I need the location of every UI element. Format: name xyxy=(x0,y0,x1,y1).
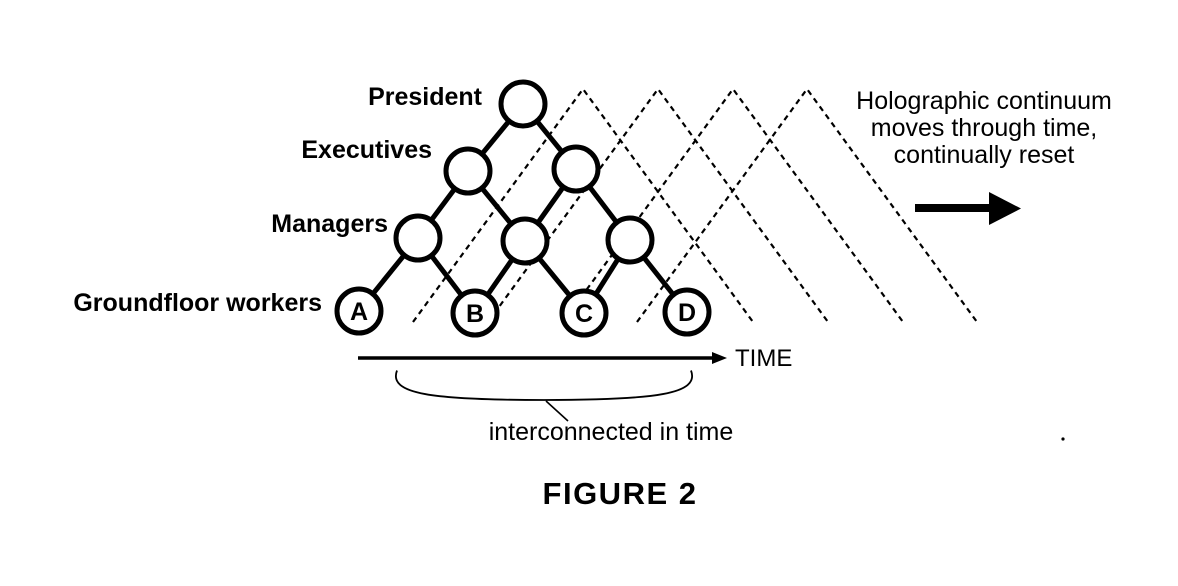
worker-node-c-label: C xyxy=(575,300,593,328)
ghost-pyramid-2 xyxy=(487,87,829,323)
holographic-note-line-2: moves through time, xyxy=(870,114,1098,142)
stray-dot xyxy=(1061,437,1065,441)
ghost-pyramid-1 xyxy=(412,87,754,323)
brace-pointer-line xyxy=(545,400,569,422)
executive-node-right xyxy=(551,144,601,194)
continuum-arrow xyxy=(915,192,1021,225)
org-chart-nodes: A B C D xyxy=(334,79,712,338)
manager-node-middle xyxy=(500,216,550,266)
ghost-pyramid-3 xyxy=(562,87,904,323)
worker-node-b-label: B xyxy=(466,300,484,328)
worker-node-d-circle xyxy=(662,287,712,337)
figure-caption: FIGURE 2 xyxy=(542,476,698,511)
holographic-note-line-3: continually reset xyxy=(893,141,1075,169)
manager-node-right xyxy=(605,215,655,265)
manager-node-left xyxy=(393,213,443,263)
worker-node-c: C xyxy=(559,288,609,338)
level-label-executives: Executives xyxy=(301,136,432,164)
worker-node-a: A xyxy=(334,286,384,336)
level-label-president: President xyxy=(368,83,482,111)
time-axis-label: TIME xyxy=(735,345,793,372)
worker-node-d: D xyxy=(662,287,712,337)
interconnection-brace xyxy=(394,370,694,422)
worker-node-a-circle xyxy=(334,286,384,336)
worker-node-c-circle xyxy=(559,288,609,338)
worker-node-b-circle xyxy=(450,288,500,338)
president-node xyxy=(498,79,548,129)
time-axis-arrow xyxy=(358,352,727,364)
holographic-note-line-1: Holographic continuum xyxy=(856,87,1112,115)
interconnected-label: interconnected in time xyxy=(488,418,734,446)
worker-node-a-label: A xyxy=(350,298,368,326)
time-axis-arrowhead xyxy=(712,352,727,364)
holographic-ghost-pyramids xyxy=(412,87,978,323)
ghost-pyramid-4 xyxy=(636,87,978,323)
worker-node-d-label: D xyxy=(678,299,696,327)
holographic-note: Holographic continuum moves through time… xyxy=(838,88,1130,169)
level-label-managers: Managers xyxy=(271,210,388,238)
worker-node-b: B xyxy=(450,288,500,338)
executive-node-left xyxy=(443,146,493,196)
continuum-arrowhead xyxy=(989,192,1021,225)
level-label-groundfloor-workers: Groundfloor workers xyxy=(73,289,322,317)
